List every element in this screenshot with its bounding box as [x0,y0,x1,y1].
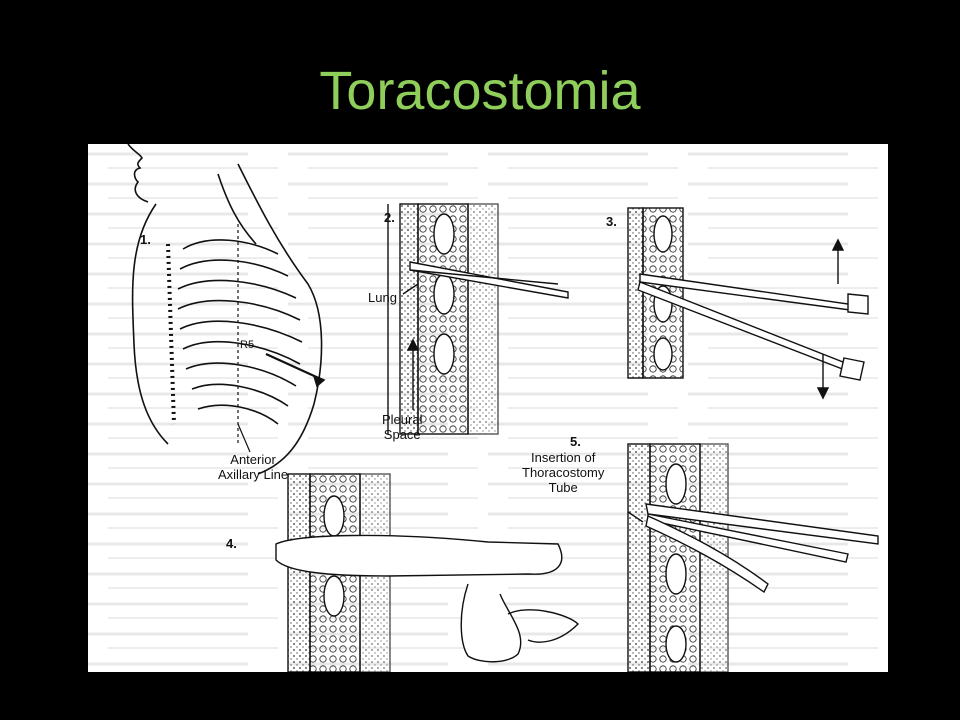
step-4-number: 4. [226,536,237,551]
step-5-number: 5. [570,434,581,449]
rib-label: R5 [240,339,255,351]
panel-4-finger-sweep [275,473,579,672]
pleural-space-label: Pleural Space [382,412,423,442]
panel-2-chest-wall [387,203,569,435]
lung-label: Lung [368,290,397,305]
panel-5-tube-insertion [627,443,879,672]
panel-3-clamp-spread [627,207,869,400]
step-1-number: 1. [140,232,151,247]
panel-1-torso [127,144,326,475]
anterior-axillary-line-label: Anterior Axillary Line [218,452,289,482]
step-3-number: 3. [606,214,617,229]
insertion-label: Insertion of Thoracostomy Tube [522,450,605,495]
slide-title: Toracostomia [319,61,641,121]
thoracostomy-drawing [88,144,888,672]
thoracostomy-illustration: 1. 2. 3. 4. 5. R5 Lung Pleural Space Ant… [88,144,888,672]
step-2-number: 2. [384,210,395,225]
